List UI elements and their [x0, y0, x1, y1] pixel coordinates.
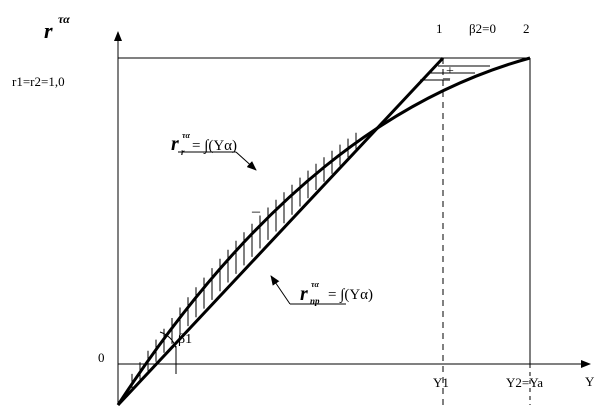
hatch-region	[131, 132, 357, 389]
minus-sign-lower: –	[251, 203, 261, 220]
formula-r-subscript: r	[181, 147, 185, 157]
formula-np-symbol: r	[300, 283, 308, 305]
formula-np-rhs: = ∫(Yα)	[328, 287, 373, 303]
curve-r-real	[116, 56, 531, 406]
r-equality-label: r1=r2=1,0	[12, 74, 65, 89]
formula-r-real: r r τα = ∫(Yα)	[171, 131, 237, 157]
formula-r-superscript: τα	[182, 131, 190, 140]
formula-r-pointer	[235, 151, 257, 171]
formula-r-symbol: r	[171, 133, 179, 155]
tick-label-y2: Y2=Ya	[506, 375, 543, 390]
formula-np-pointer	[270, 275, 291, 305]
point-2-label: 2	[523, 21, 530, 36]
beta1-angle-arc	[159, 331, 177, 349]
x-axis-label: Y	[585, 374, 595, 389]
origin-label: 0	[98, 350, 105, 365]
formula-np-superscript: τα	[311, 280, 319, 289]
minus-sign-upper: –	[442, 71, 451, 86]
formula-r-straight: r np τα = ∫(Yα)	[300, 280, 373, 306]
beta1-label: β1	[178, 332, 192, 347]
plus-sign: +	[446, 64, 454, 79]
tick-label-y1: Y1	[433, 375, 449, 390]
formula-np-subscript: np	[310, 296, 320, 306]
formula-r-rhs: = ∫(Yα)	[192, 138, 237, 154]
curve-r-straight	[116, 56, 445, 407]
y-axis-symbol: r	[44, 18, 53, 43]
y-axis-superscript: τα	[58, 12, 70, 26]
beta2-label: β2=0	[469, 21, 496, 36]
point-1-label: 1	[436, 21, 443, 36]
